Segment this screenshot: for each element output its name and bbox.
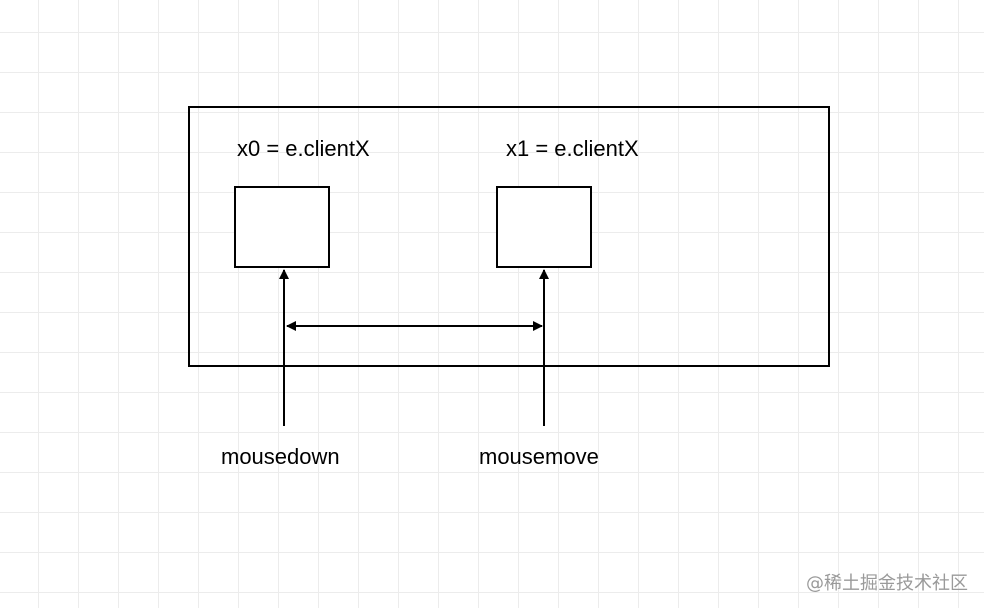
start-position-box [234,186,330,268]
mousedown-label: mousedown [221,444,340,469]
mousemove-label: mousemove [479,444,599,469]
watermark-text: @稀土掘金技术社区 [806,573,968,594]
move-formula-label: x1 = e.clientX [506,136,639,161]
move-position-box [496,186,592,268]
start-formula-label: x0 = e.clientX [237,136,370,161]
container-box [188,106,830,367]
